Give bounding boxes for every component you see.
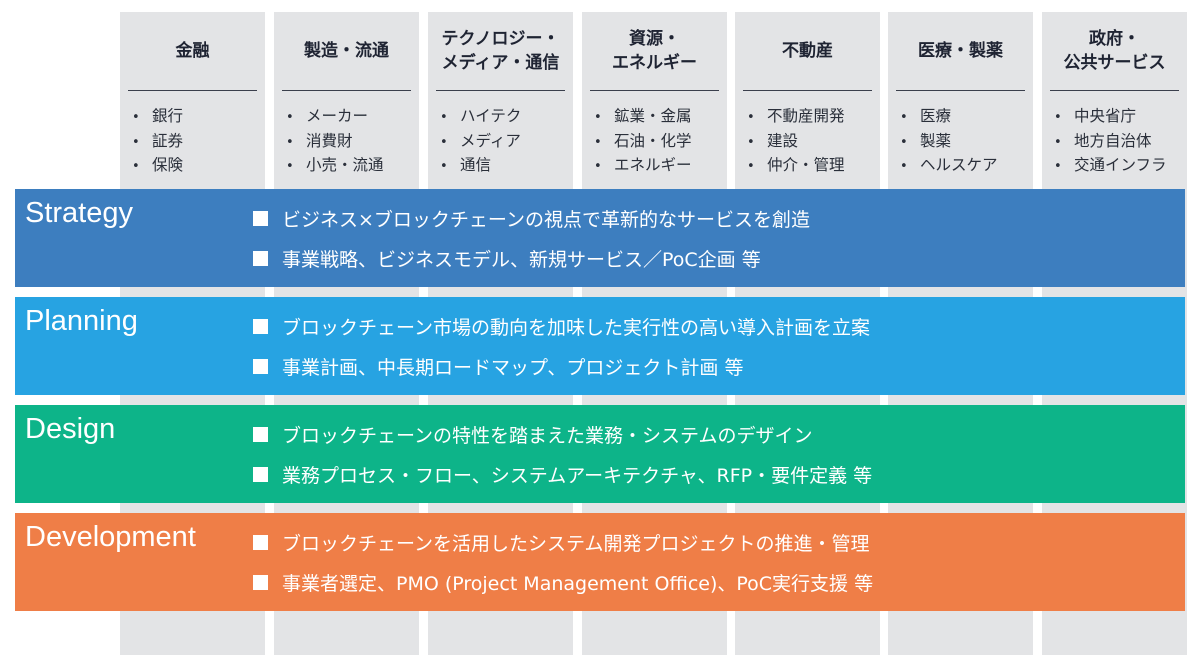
- industry-list: •医療 •製薬 •ヘルスケア: [900, 105, 1031, 179]
- divider: [436, 90, 565, 91]
- bullet-icon: •: [900, 134, 908, 150]
- divider: [896, 90, 1025, 91]
- bullet-icon: •: [440, 159, 448, 174]
- list-item: •交通インフラ: [1054, 154, 1185, 179]
- divider: [590, 90, 719, 91]
- divider: [282, 90, 411, 91]
- square-bullet-icon: [253, 210, 268, 226]
- bullet-icon: •: [594, 159, 602, 174]
- industry-list: •メーカー •消費財 •小売・流通: [286, 105, 417, 179]
- bullet-icon: •: [1054, 134, 1062, 150]
- bullet-icon: •: [1054, 110, 1062, 125]
- industry-list: •銀行 •証券 •保険: [132, 105, 263, 179]
- bullet-icon: •: [747, 110, 755, 125]
- phase-title: Strategy: [25, 197, 133, 229]
- bullet-icon: •: [440, 110, 448, 125]
- list-item: •保険: [132, 154, 263, 179]
- divider: [1050, 90, 1179, 91]
- bullet-icon: •: [286, 159, 294, 174]
- industry-header: 医療・製薬: [918, 41, 1003, 61]
- list-item: •石油・化学: [594, 130, 725, 155]
- phase-line: ビジネス×ブロックチェーンの視点で革新的なサービスを創造: [253, 203, 810, 233]
- phase-band-development: Development ブロックチェーンを活用したシステム開発プロジェクトの推進…: [15, 513, 1185, 611]
- list-item: •鉱業・金属: [594, 105, 725, 130]
- industry-list: •鉱業・金属 •石油・化学 •エネルギー: [594, 105, 725, 179]
- list-item: •メーカー: [286, 105, 417, 130]
- phase-line: ブロックチェーンの特性を踏まえた業務・システムのデザイン: [253, 419, 812, 449]
- bullet-icon: •: [286, 134, 294, 150]
- list-item: •銀行: [132, 105, 263, 130]
- divider: [128, 90, 257, 91]
- bullet-icon: •: [132, 134, 140, 150]
- industry-header: 資源・ エネルギー: [612, 29, 697, 73]
- list-item: •仲介・管理: [747, 154, 878, 179]
- list-item: •地方自治体: [1054, 130, 1185, 155]
- phase-title: Design: [25, 413, 116, 445]
- list-item: •不動産開発: [747, 105, 878, 130]
- phase-line: 事業戦略、ビジネスモデル、新規サービス／PoC企画 等: [253, 243, 761, 273]
- bullet-icon: •: [132, 110, 140, 125]
- list-item: •通信: [440, 154, 571, 179]
- industry-list: •ハイテク •メディア •通信: [440, 105, 571, 179]
- phase-line: 業務プロセス・フロー、システムアーキテクチャ、RFP・要件定義 等: [253, 459, 872, 489]
- phase-line: 事業者選定、PMO (Project Management Office)、Po…: [253, 567, 873, 597]
- square-bullet-icon: [253, 466, 268, 482]
- list-item: •中央省庁: [1054, 105, 1185, 130]
- square-bullet-icon: [253, 318, 268, 334]
- list-item: •医療: [900, 105, 1031, 130]
- phase-line: ブロックチェーン市場の動向を加味した実行性の高い導入計画を立案: [253, 311, 870, 341]
- industry-list: •中央省庁 •地方自治体 •交通インフラ: [1054, 105, 1185, 179]
- bullet-icon: •: [440, 134, 448, 150]
- square-bullet-icon: [253, 534, 268, 550]
- square-bullet-icon: [253, 250, 268, 266]
- list-item: •建設: [747, 130, 878, 155]
- industry-header: 政府・ 公共サービス: [1063, 29, 1166, 73]
- industry-header: 金融: [175, 41, 210, 61]
- industry-list: •不動産開発 •建設 •仲介・管理: [747, 105, 878, 179]
- bullet-icon: •: [900, 159, 908, 174]
- bullet-icon: •: [286, 110, 294, 125]
- square-bullet-icon: [253, 358, 268, 374]
- phase-line: 事業計画、中長期ロードマップ、プロジェクト計画 等: [253, 351, 743, 381]
- list-item: •ハイテク: [440, 105, 571, 130]
- list-item: •消費財: [286, 130, 417, 155]
- industry-header: テクノロジー・ メディア・通信: [441, 29, 560, 73]
- phase-band-design: Design ブロックチェーンの特性を踏まえた業務・システムのデザイン 業務プロ…: [15, 405, 1185, 503]
- list-item: •製薬: [900, 130, 1031, 155]
- list-item: •メディア: [440, 130, 571, 155]
- phase-line: ブロックチェーンを活用したシステム開発プロジェクトの推進・管理: [253, 527, 869, 557]
- bullet-icon: •: [900, 110, 908, 125]
- phase-band-planning: Planning ブロックチェーン市場の動向を加味した実行性の高い導入計画を立案…: [15, 297, 1185, 395]
- phase-title: Planning: [25, 305, 138, 337]
- divider: [743, 90, 872, 91]
- industry-header: 不動産: [782, 41, 833, 61]
- bullet-icon: •: [1054, 159, 1062, 174]
- square-bullet-icon: [253, 426, 268, 442]
- list-item: •小売・流通: [286, 154, 417, 179]
- list-item: •ヘルスケア: [900, 154, 1031, 179]
- bullet-icon: •: [594, 110, 602, 125]
- bullet-icon: •: [747, 134, 755, 150]
- list-item: •証券: [132, 130, 263, 155]
- bullet-icon: •: [747, 159, 755, 174]
- bullet-icon: •: [132, 159, 140, 174]
- phase-title: Development: [25, 521, 196, 553]
- bullet-icon: •: [594, 134, 602, 150]
- phase-band-strategy: Strategy ビジネス×ブロックチェーンの視点で革新的なサービスを創造 事業…: [15, 189, 1185, 287]
- industry-header: 製造・流通: [304, 41, 389, 61]
- list-item: •エネルギー: [594, 154, 725, 179]
- square-bullet-icon: [253, 574, 268, 590]
